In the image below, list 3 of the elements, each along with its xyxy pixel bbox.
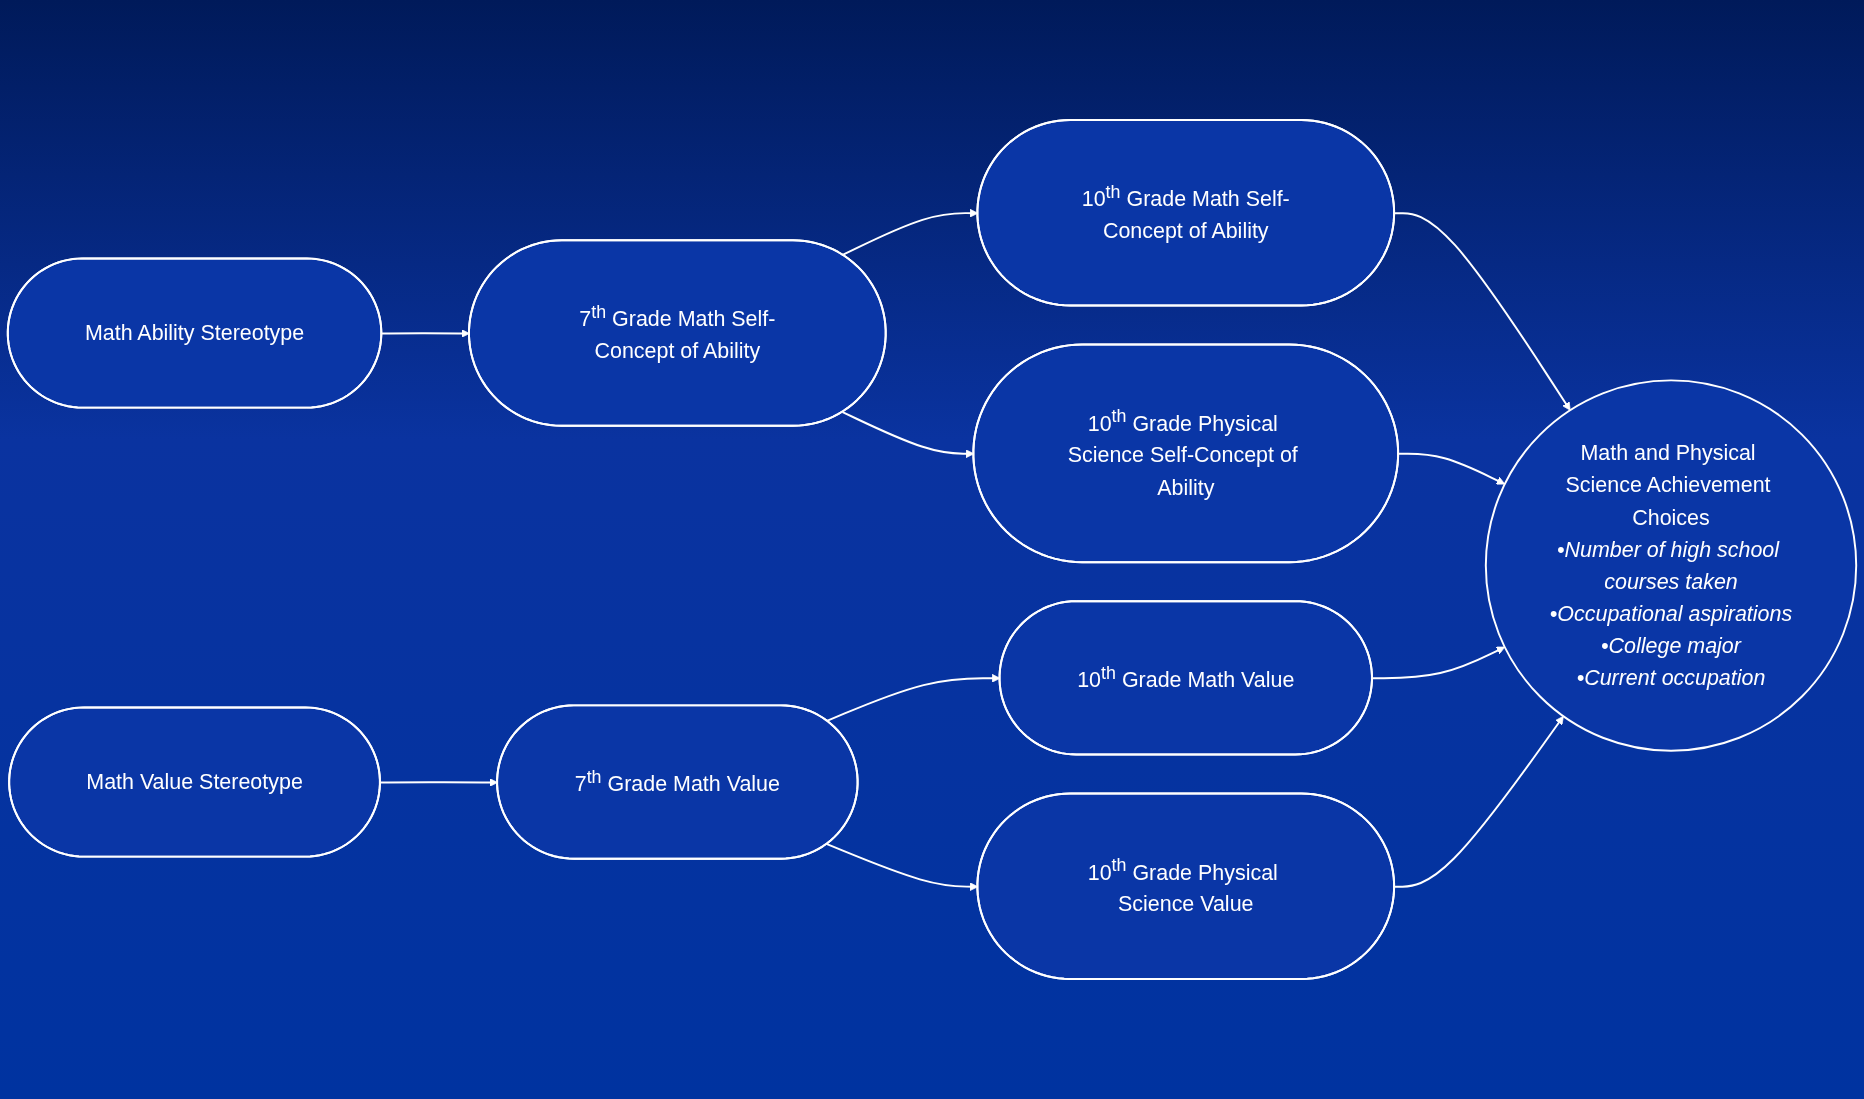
arrow (1371, 646, 1506, 680)
arrow (379, 778, 498, 787)
node-circle: Math and Physical Science Achievement Choices •Number of high school courses taken •Occupational aspirations •College major •Current occupation (1484, 379, 1858, 752)
